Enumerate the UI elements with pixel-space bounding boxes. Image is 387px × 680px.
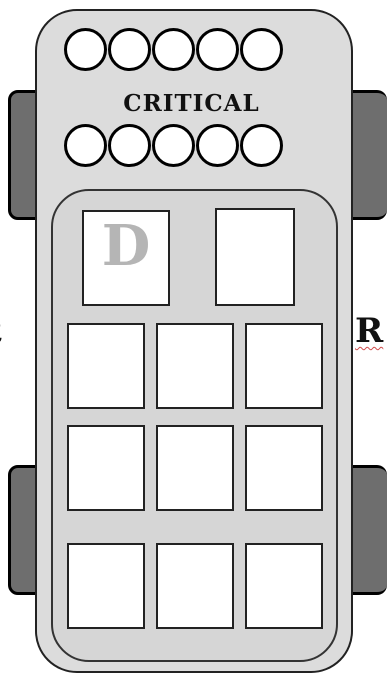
critical-label: CRITICAL (0, 90, 387, 117)
slot-top-right[interactable] (215, 208, 295, 306)
bottom-circle[interactable] (64, 124, 107, 167)
grid-slot[interactable] (67, 543, 145, 629)
grid-slot[interactable] (156, 425, 234, 511)
left-side-label: t (0, 314, 2, 348)
top-circle[interactable] (108, 28, 151, 71)
grid-slot[interactable] (245, 323, 323, 409)
grid-slot[interactable] (67, 425, 145, 511)
grid-slot[interactable] (156, 543, 234, 629)
bottom-circle[interactable] (108, 124, 151, 167)
grid-slot[interactable] (245, 425, 323, 511)
top-circle[interactable] (152, 28, 195, 71)
grid-slot[interactable] (156, 323, 234, 409)
grid-slot[interactable] (245, 543, 323, 629)
grid-slot[interactable] (67, 323, 145, 409)
right-side-label: R (355, 314, 383, 348)
bottom-circle[interactable] (152, 124, 195, 167)
slot-marker-d: D (84, 218, 168, 274)
top-circle[interactable] (196, 28, 239, 71)
top-circle[interactable] (240, 28, 283, 71)
slot-d[interactable]: D (82, 210, 170, 306)
bottom-circle[interactable] (196, 124, 239, 167)
bottom-circle[interactable] (240, 124, 283, 167)
top-circle[interactable] (64, 28, 107, 71)
